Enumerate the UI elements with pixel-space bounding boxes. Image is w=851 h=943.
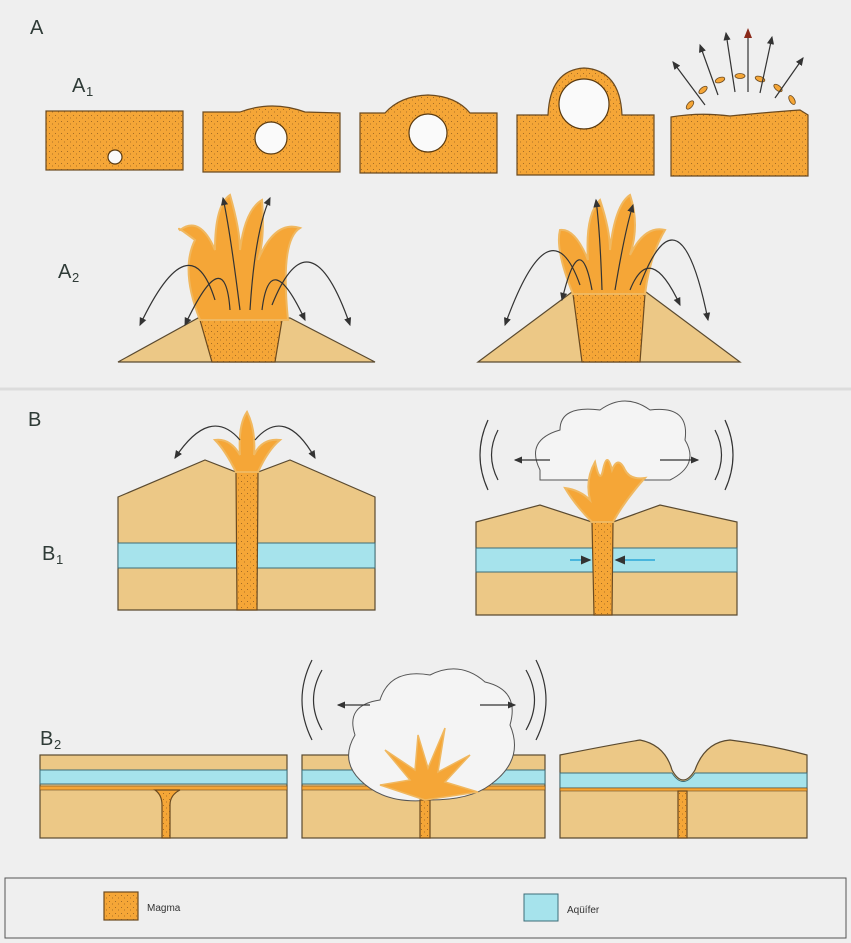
svg-text:2: 2	[72, 270, 79, 285]
legend-item-magma: Magma	[103, 891, 181, 921]
b2-block-1	[39, 754, 288, 839]
b2-block-3	[559, 739, 808, 839]
aquifer-swatch	[523, 893, 559, 922]
svg-text:Aqüífer: Aqüífer	[567, 905, 600, 916]
svg-text:A: A	[72, 75, 86, 97]
b2-block-2	[301, 659, 547, 839]
svg-text:2: 2	[54, 737, 61, 752]
svg-text:B: B	[40, 728, 53, 750]
magma-swatch	[103, 891, 139, 921]
a2-volcano-right	[476, 193, 742, 363]
svg-text:1: 1	[86, 84, 93, 99]
a1-stage-5	[670, 28, 809, 177]
a1-stage-4	[516, 67, 655, 176]
a1-stage-1	[45, 110, 184, 171]
b1-block-left	[117, 410, 376, 611]
svg-text:A: A	[58, 261, 72, 283]
section-a-label: A	[30, 17, 44, 39]
legend: Magma Aqüífer	[4, 877, 847, 939]
b1-block-right	[475, 400, 738, 616]
svg-text:1: 1	[56, 552, 63, 567]
a1-stage-3	[359, 94, 498, 174]
a2-volcano-left	[117, 193, 376, 363]
section-b-label: B	[28, 409, 41, 431]
svg-text:B: B	[42, 543, 55, 565]
a1-stage-2	[202, 105, 341, 173]
svg-text:Magma: Magma	[147, 903, 181, 914]
legend-item-aquifer: Aqüífer	[523, 893, 600, 922]
